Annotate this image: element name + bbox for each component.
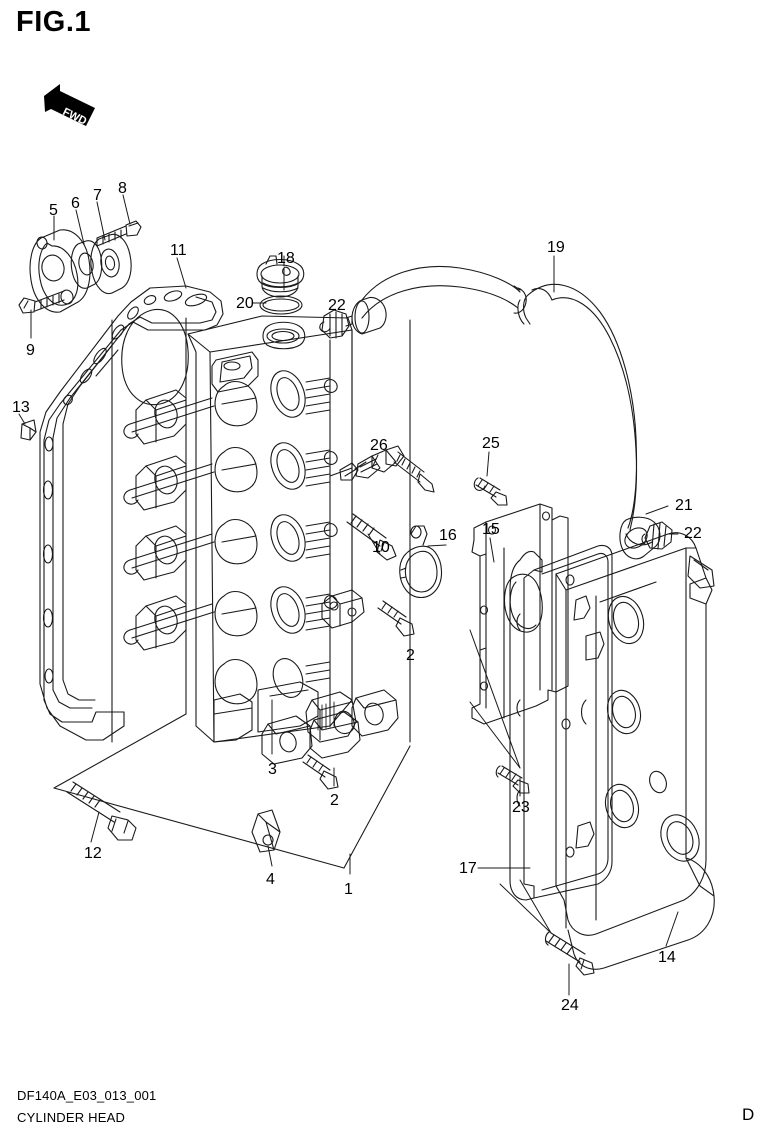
lifter-bracket [321, 589, 365, 629]
callout-8: 8 [118, 180, 127, 197]
breather-hose-short [351, 265, 527, 335]
cylinder-head-cover-14 [555, 532, 715, 970]
valve-train-left [135, 389, 187, 651]
bolt-long-12 [66, 781, 137, 841]
callout-22a: 22 [328, 297, 346, 314]
callout-21: 21 [675, 497, 693, 514]
callout-17: 17 [459, 860, 477, 877]
cylinder-head-casting [123, 315, 353, 743]
dowel-pin-4 [251, 809, 281, 853]
callout-3: 3 [268, 761, 277, 778]
callout-9: 9 [26, 342, 35, 359]
fwd-orientation-badge: FWD [42, 82, 100, 128]
callout-22b: 22 [684, 525, 702, 542]
clamp-ring-16 [399, 525, 443, 599]
head-cover-gasket-17 [509, 544, 613, 901]
callout-11: 11 [170, 242, 187, 259]
callout-2b: 2 [330, 792, 339, 809]
oil-filler-cap-18 [256, 255, 305, 298]
intake-ports [270, 370, 306, 698]
hose-clamp-22b [641, 521, 673, 550]
callout-20: 20 [236, 295, 254, 312]
bolt-2a [377, 600, 415, 637]
callout-24: 24 [561, 997, 579, 1014]
callout-2a: 2 [406, 647, 415, 664]
callout-15: 15 [482, 521, 500, 538]
camshaft-lobes [214, 380, 258, 705]
breather-hose-19 [517, 283, 661, 560]
callout-5: 5 [49, 202, 58, 219]
arrow-upleft-icon: FWD [44, 84, 95, 128]
callout-10: 10 [372, 539, 390, 556]
bearing-caps-3 [261, 689, 399, 765]
leader-lines [18, 194, 679, 996]
callout-12: 12 [84, 845, 102, 862]
callout-19: 19 [547, 239, 565, 256]
bolt-24 [544, 931, 595, 976]
page-title: FIG.1 [16, 6, 92, 38]
revision-letter: D [742, 1105, 755, 1124]
callout-4: 4 [266, 871, 275, 888]
callout-23: 23 [512, 799, 530, 816]
callout-6: 6 [71, 195, 80, 212]
bolt-23 [495, 765, 530, 794]
callout-18: 18 [277, 250, 295, 267]
gasket-plate-15 [471, 503, 569, 725]
callout-13: 13 [12, 399, 30, 416]
o-ring-20 [259, 295, 303, 315]
rocker-arms [123, 397, 215, 645]
callout-7: 7 [93, 187, 102, 204]
cooling-fins [305, 377, 331, 683]
bolt-2b [302, 754, 339, 790]
drawing-title: CYLINDER HEAD [17, 1110, 126, 1125]
bolt-25 [473, 477, 508, 506]
dowel-pin-13 [20, 419, 37, 441]
drawing-code: DF140A_E03_013_001 [17, 1088, 157, 1103]
callout-25: 25 [482, 435, 500, 452]
callout-14: 14 [658, 949, 676, 966]
callout-16: 16 [439, 527, 457, 544]
spark-plug-26 [329, 445, 435, 493]
callout-1: 1 [344, 881, 353, 898]
thermostat-assembly [18, 220, 142, 314]
callout-26: 26 [370, 437, 388, 454]
